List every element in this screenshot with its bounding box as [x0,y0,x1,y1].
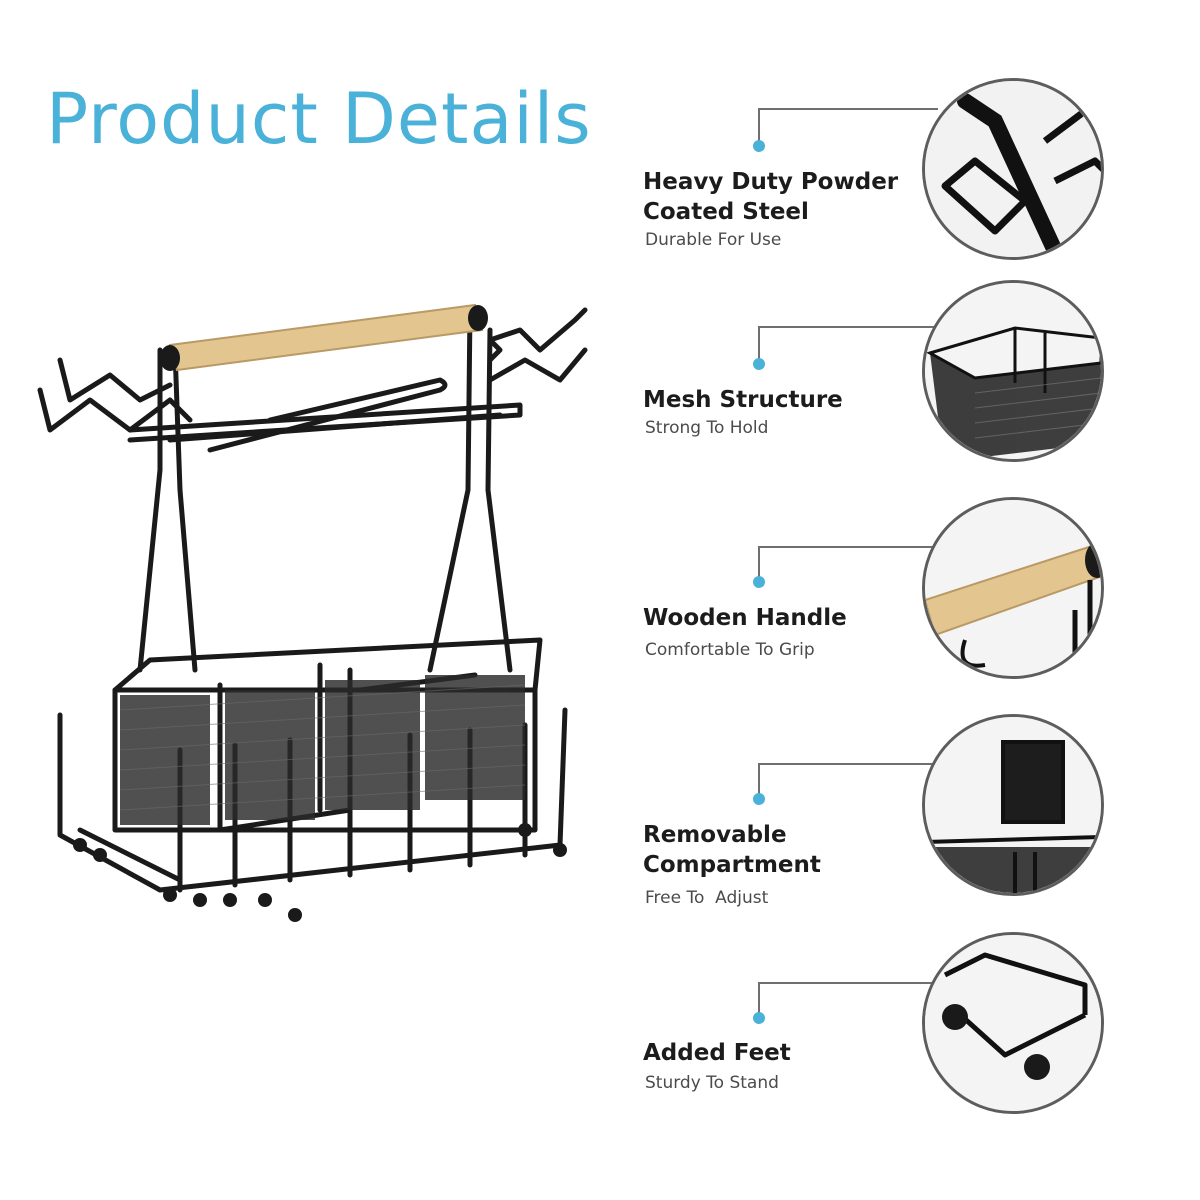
bullet-dot [753,140,765,152]
connector-line [758,763,760,797]
feature-subtitle: Durable For Use [645,230,782,250]
feature-title: Added Feet [643,1040,791,1066]
caddy-illustration [37,303,588,922]
wooden-handle-detail-icon [922,497,1104,679]
product-image [20,290,600,940]
feature-title: Heavy Duty Powder Coated Steel [643,169,899,225]
bullet-dot [753,358,765,370]
feature-subtitle: Sturdy To Stand [645,1073,779,1093]
connector-line [758,982,938,984]
feature-title: Mesh Structure [643,387,843,413]
feature-subtitle: Comfortable To Grip [645,640,815,660]
connector-line [758,108,760,142]
page-title: Product Details [46,78,592,160]
steel-wire-detail-icon [922,78,1104,260]
bullet-dot [753,1012,765,1024]
connector-line [758,982,760,1016]
bullet-dot [753,576,765,588]
connector-line [758,326,938,328]
mesh-basket-detail-icon [922,280,1104,462]
connector-line [758,546,938,548]
connector-line [758,763,938,765]
ball-feet-detail-icon [922,932,1104,1114]
connector-line [758,546,760,580]
feature-subtitle: Strong To Hold [645,418,769,438]
bullet-dot [753,793,765,805]
removable-divider-detail-icon [922,714,1104,896]
feature-title: Wooden Handle [643,605,847,631]
connector-line [758,326,760,360]
feature-subtitle: Free To Adjust [645,888,769,908]
connector-line [758,108,938,110]
feature-title: Removable Compartment [643,822,821,878]
